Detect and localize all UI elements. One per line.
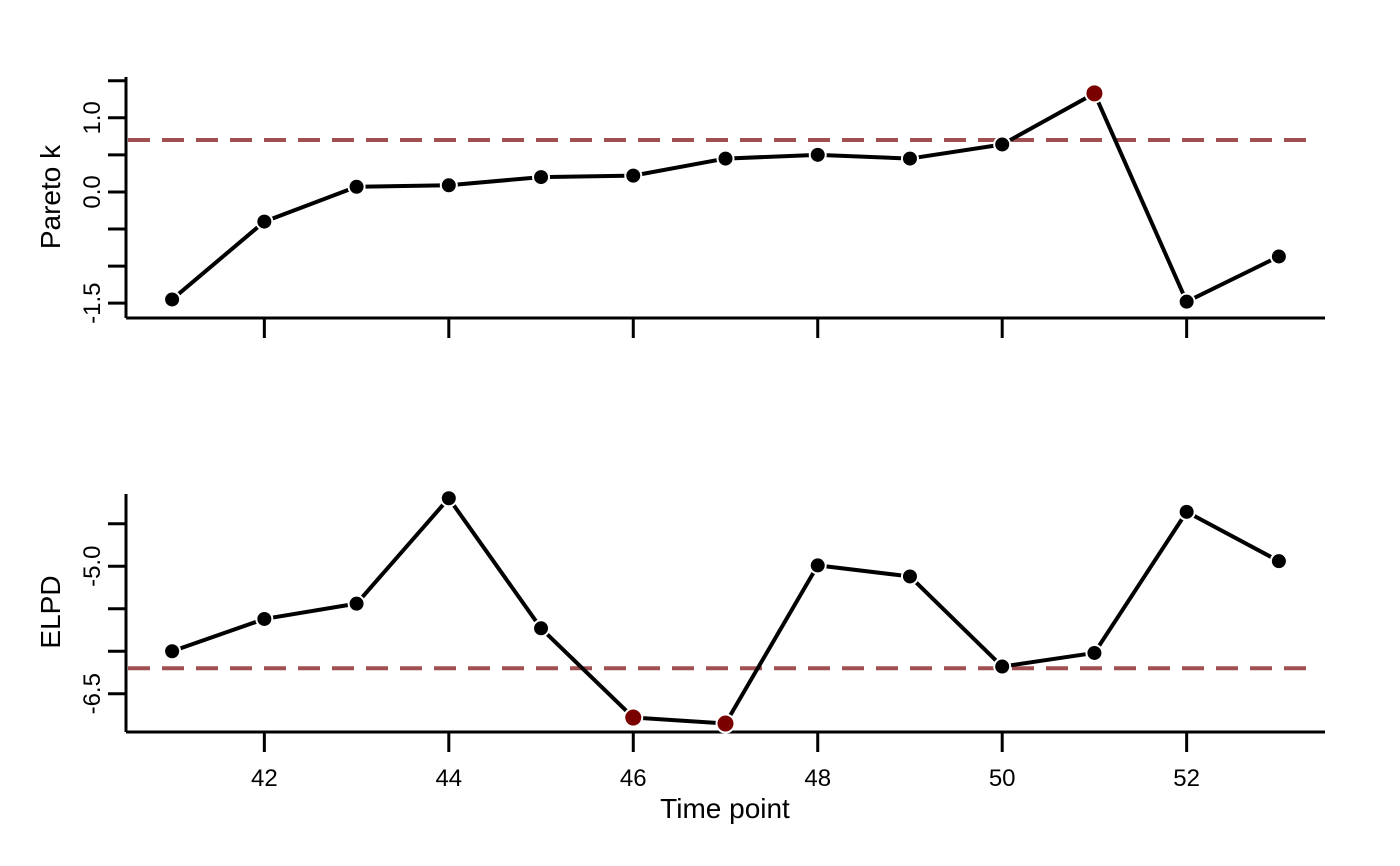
elpd-y-tick-label: -5.0 — [79, 546, 106, 587]
pareto-k-highlight-point — [1084, 83, 1105, 104]
elpd-data-point — [163, 642, 182, 661]
elpd-x-tick-label: 42 — [251, 765, 278, 792]
elpd-data-point — [993, 657, 1012, 676]
elpd-y-axis-title: ELPD — [35, 575, 66, 648]
pareto-k-x-ticks — [262, 318, 1189, 338]
elpd-data-point — [808, 556, 827, 575]
pareto-k-series-line — [170, 91, 1280, 304]
elpd-series-line — [171, 496, 1280, 726]
pareto-k-y-axis-title: Pareto k — [35, 144, 66, 249]
elpd-x-tick-label: 46 — [620, 765, 647, 792]
pareto-k-y-ticks: -1.5 0.0 1.0 — [79, 79, 126, 324]
pareto-k-data-point — [993, 135, 1012, 154]
pareto-k-data-point — [1177, 292, 1196, 311]
elpd-panel: 42 44 46 48 50 52 -6.5 -5.0 ELPD Time point — [35, 489, 1325, 824]
pareto-k-data-point — [532, 168, 551, 187]
pareto-k-y-tick-label: -1.5 — [79, 282, 106, 323]
pareto-k-data-point — [1269, 247, 1288, 266]
elpd-data-point — [900, 567, 919, 586]
elpd-x-ticks: 42 44 46 48 50 52 — [251, 732, 1200, 792]
elpd-data-point — [532, 619, 551, 638]
elpd-data-point — [347, 594, 366, 613]
elpd-data-point — [1085, 643, 1104, 662]
pareto-k-y-tick-label: 1.0 — [79, 101, 106, 134]
elpd-points — [163, 489, 1288, 734]
pareto-k-data-point — [716, 149, 735, 168]
pareto-k-data-point — [439, 176, 458, 195]
elpd-highlight-point — [715, 713, 736, 734]
elpd-data-point — [439, 489, 458, 508]
pareto-k-data-point — [163, 290, 182, 309]
elpd-data-point — [1269, 552, 1288, 571]
pareto-k-panel: -1.5 0.0 1.0 Pareto k — [35, 77, 1325, 338]
elpd-x-tick-label: 52 — [1173, 765, 1200, 792]
elpd-y-tick-label: -6.5 — [79, 673, 106, 714]
elpd-x-tick-label: 50 — [989, 765, 1016, 792]
elpd-x-tick-label: 44 — [435, 765, 462, 792]
pareto-k-y-tick-label: 0.0 — [79, 175, 106, 208]
pareto-k-data-point — [255, 212, 274, 231]
elpd-highlight-point — [623, 707, 644, 728]
pareto-k-data-point — [347, 177, 366, 196]
elpd-x-axis-title: Time point — [660, 793, 790, 824]
elpd-x-tick-label: 48 — [804, 765, 831, 792]
pareto-k-data-point — [624, 166, 643, 185]
elpd-y-ticks: -6.5 -5.0 — [79, 522, 126, 714]
elpd-data-point — [1177, 502, 1196, 521]
pareto-k-data-point — [900, 149, 919, 168]
elpd-data-point — [255, 609, 274, 628]
pareto-k-points — [163, 83, 1288, 311]
pareto-k-data-point — [808, 145, 827, 164]
